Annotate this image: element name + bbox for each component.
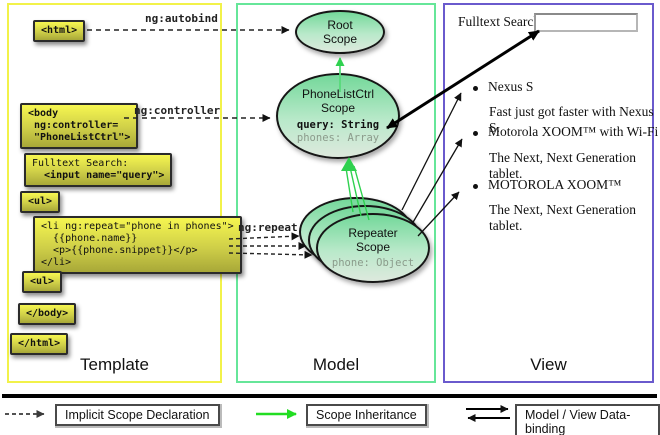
view-search-label: Fulltext Search: [458, 14, 544, 29]
repeater-prop-phone: phone: Object [331, 257, 415, 269]
view-item-name: MOTOROLA XOOM™ [488, 177, 622, 192]
view-item-name: Motorola XOOM™ with Wi-Fi [488, 124, 659, 139]
view-item-name: Nexus S [488, 79, 534, 94]
root-scope-ellipse: Root Scope [295, 10, 385, 54]
bullet-icon [473, 86, 478, 91]
model-column-label: Model [312, 355, 360, 374]
li-repeat-code-box: <li ng:repeat="phone in phones"> {{phone… [33, 216, 242, 274]
phonelistctrl-prop-phones: phones: Array [296, 132, 380, 144]
ng-repeat-label: ng:repeat [238, 221, 298, 234]
legend-inheritance-label: Scope Inheritance [306, 404, 427, 426]
legend-databinding-label: Model / View Data-binding [515, 404, 660, 435]
phonelistctrl-prop-query: query: String [296, 119, 380, 131]
ul-open-tag-box: <ul> [20, 191, 61, 213]
ng-controller-label: ng:controller [134, 104, 221, 117]
bullet-icon [473, 131, 478, 136]
legend-implicit-label: Implicit Scope Declaration [55, 404, 220, 426]
bullet-icon [473, 184, 478, 189]
html-open-tag-box: <html> [33, 20, 86, 42]
body-close-tag-box: </body> [18, 303, 77, 325]
template-column-label: Template [80, 355, 149, 374]
fulltext-code-line1: Fulltext Search: [32, 158, 129, 169]
view-item-snippet: The Next, Next Generation tablet. [489, 202, 636, 233]
ul-close-tag-box: <ul> [22, 271, 63, 293]
ng-autobind-label: ng:autobind [145, 12, 218, 25]
view-column-label: View [530, 355, 567, 374]
fulltext-search-code-box: Fulltext Search: <input name="query"> [24, 153, 173, 187]
view-column: View [443, 3, 654, 383]
model-column: Model [236, 3, 436, 383]
phonelistctrl-scope-title: PhoneListCtrl Scope [301, 87, 375, 115]
view-search-input[interactable] [534, 13, 638, 32]
body-open-tag-box: <body ng:controller= "PhoneListCtrl"> [20, 103, 139, 149]
repeater-scope-title: Repeater Scope [348, 226, 398, 254]
view-item-snippet: The Next, Next Generation tablet. [489, 150, 636, 181]
html-close-tag-box: </html> [10, 333, 69, 355]
phonelistctrl-scope-ellipse: PhoneListCtrl Scope query: String phones… [276, 73, 400, 159]
fulltext-code-line2: <input name="query"> [32, 170, 165, 181]
repeater-scope-ellipse-front: Repeater Scope phone: Object [316, 213, 430, 283]
root-scope-title: Root Scope [322, 18, 358, 46]
